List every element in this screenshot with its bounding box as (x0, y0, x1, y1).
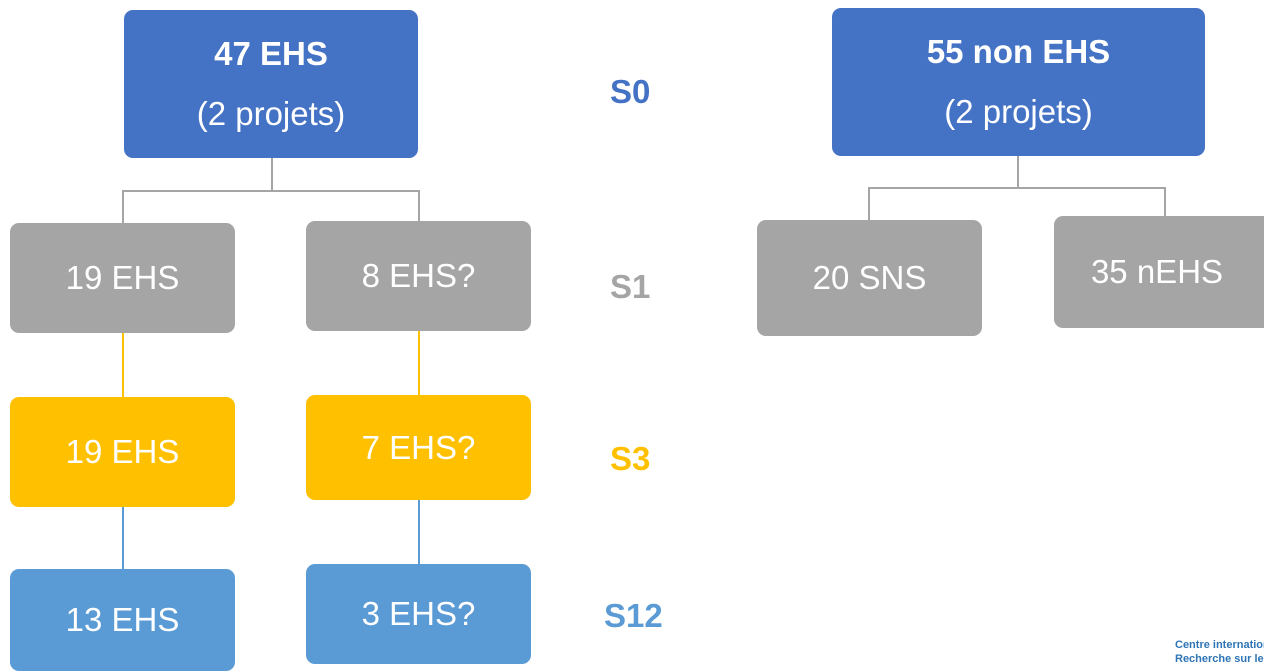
right-child-b-label: 35 nEHS (1090, 253, 1224, 291)
connector-right-root-stem (1017, 155, 1019, 189)
mid-s12-node: 3 EHS? (306, 564, 531, 664)
logo-line-1: Centre internation (1175, 639, 1264, 651)
right-root-node: 55 non EHS (2 projets) (832, 8, 1205, 156)
connector-right-drop-b (1164, 187, 1166, 217)
connector-mid-s3-s12 (418, 499, 420, 565)
left-s3-label: 19 EHS (65, 433, 180, 471)
left-s1-label: 19 EHS (65, 259, 180, 297)
left-s12-node: 13 EHS (10, 569, 235, 671)
left-s1-node: 19 EHS (10, 223, 235, 333)
mid-s3-label: 7 EHS? (361, 428, 476, 466)
left-root-subtitle: (2 projets) (196, 95, 346, 132)
institution-logo-text: Centre internation Recherche sur le C (1175, 638, 1264, 666)
mid-s1-node: 8 EHS? (306, 221, 531, 331)
logo-line-2: Recherche sur le C (1175, 653, 1264, 665)
connector-right-horizontal (868, 187, 1166, 189)
right-child-b-node: 35 nEHS (1054, 216, 1264, 328)
connector-right-drop-a (868, 187, 870, 221)
connector-mid-s1-s3 (418, 330, 420, 396)
right-root-title: 55 non EHS (926, 33, 1111, 71)
right-root-subtitle: (2 projets) (944, 93, 1093, 130)
connector-left-s1-s3 (122, 332, 124, 398)
stage-label-s3: S3 (610, 440, 651, 477)
mid-s1-label: 8 EHS? (361, 257, 476, 295)
mid-s3-node: 7 EHS? (306, 395, 531, 500)
mid-s12-label: 3 EHS? (361, 595, 476, 633)
stage-label-s0: S0 (610, 73, 651, 110)
connector-left-horizontal (122, 190, 420, 192)
connector-left-root-stem (271, 157, 273, 191)
left-s12-label: 13 EHS (65, 601, 180, 639)
connector-left-drop-b (418, 190, 420, 222)
connector-left-drop-a (122, 190, 124, 224)
connector-left-s3-s12 (122, 506, 124, 570)
stage-label-s1: S1 (610, 268, 651, 305)
left-root-title: 47 EHS (214, 35, 328, 73)
right-child-a-node: 20 SNS (757, 220, 982, 336)
stage-label-s12: S12 (604, 597, 663, 634)
right-child-a-label: 20 SNS (812, 259, 927, 297)
left-s3-node: 19 EHS (10, 397, 235, 507)
left-root-node: 47 EHS (2 projets) (124, 10, 418, 158)
